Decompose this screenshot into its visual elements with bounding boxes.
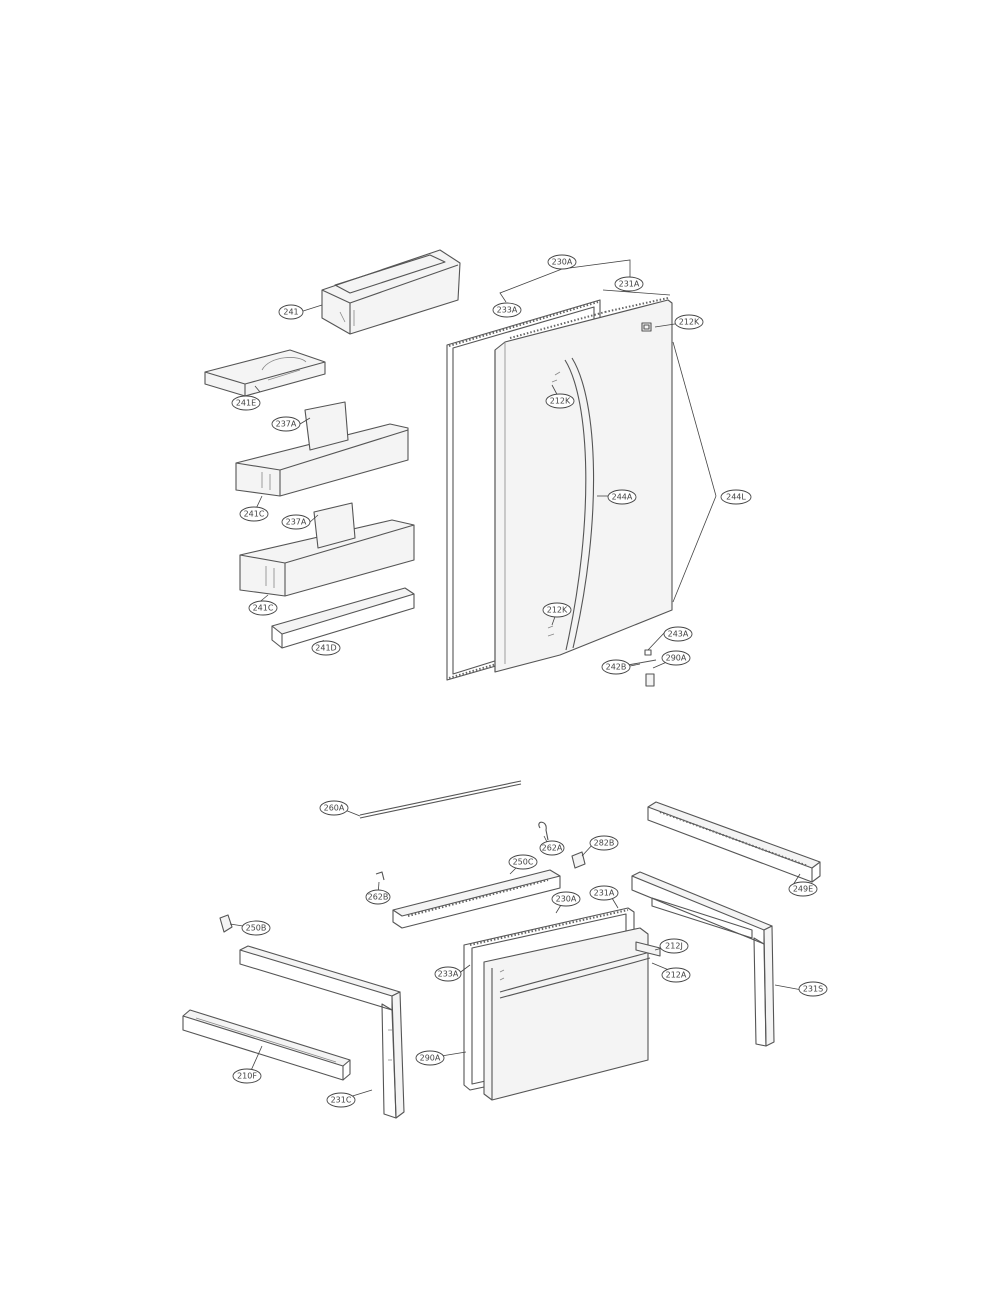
svg-text:262B: 262B: [368, 893, 389, 902]
shelf-bar: [271, 587, 415, 649]
svg-text:231A: 231A: [594, 889, 615, 898]
callout-212A: 212A: [661, 967, 691, 983]
refrigerator-door-assembly: [204, 249, 717, 687]
callout-241C-b: 241C: [248, 600, 278, 616]
callout-230A-b: 230A: [551, 891, 581, 907]
callout-212K-a: 212K: [545, 393, 575, 409]
callout-249E: 249E: [788, 881, 818, 897]
svg-text:262A: 262A: [542, 844, 563, 853]
callout-241C-a: 241C: [239, 506, 269, 522]
svg-text:210F: 210F: [237, 1072, 257, 1081]
bin-divider-upper: [304, 401, 349, 451]
svg-text:233A: 233A: [497, 306, 518, 315]
callout-231C: 231C: [326, 1092, 356, 1108]
drawer-front-panel: [483, 927, 661, 1101]
svg-text:237A: 237A: [276, 420, 297, 429]
freezer-drawer-assembly: [182, 780, 821, 1119]
callout-231A: 231A: [614, 276, 644, 292]
clips: [375, 821, 586, 881]
svg-text:212K: 212K: [550, 397, 571, 406]
callout-230A: 230A: [547, 254, 577, 270]
hinge-cap: [641, 322, 652, 332]
svg-text:241: 241: [283, 308, 298, 317]
bin-divider-lower: [313, 502, 356, 549]
callout-233A-b: 233A: [434, 966, 462, 982]
svg-text:244A: 244A: [612, 493, 633, 502]
svg-text:260A: 260A: [324, 804, 345, 813]
callout-212K-b: 212K: [542, 602, 572, 618]
upper-rail: [647, 801, 821, 883]
callout-290A: 290A: [661, 650, 691, 666]
svg-text:231A: 231A: [619, 280, 640, 289]
callout-212K-top: 212K: [674, 314, 704, 330]
svg-text:241D: 241D: [315, 644, 336, 653]
callout-250B: 250B: [241, 920, 271, 936]
lower-hinge-parts: [627, 649, 657, 687]
callout-231S: 231S: [798, 981, 828, 997]
svg-text:212K: 212K: [547, 606, 568, 615]
knob: [219, 914, 233, 933]
callout-250C: 250C: [508, 854, 538, 870]
svg-text:231C: 231C: [331, 1096, 352, 1105]
egg-tray: [204, 349, 326, 397]
callout-210F: 210F: [232, 1068, 262, 1084]
rod: [359, 780, 522, 819]
svg-text:241C: 241C: [244, 510, 265, 519]
svg-text:231S: 231S: [803, 985, 823, 994]
callout-212J: 212J: [659, 938, 689, 954]
left-slide-rail: [182, 1009, 351, 1081]
svg-text:244L: 244L: [726, 493, 746, 502]
svg-text:290A: 290A: [666, 654, 687, 663]
callout-237A-a: 237A: [271, 416, 301, 432]
callout-262A: 262A: [539, 840, 565, 856]
right-side-bracket: [631, 871, 775, 1047]
svg-text:290A: 290A: [420, 1054, 441, 1063]
svg-text:212J: 212J: [665, 942, 683, 951]
door-bin-lower: [239, 502, 415, 597]
svg-text:241E: 241E: [236, 399, 256, 408]
callout-241D: 241D: [311, 640, 341, 656]
callout-262B: 262B: [365, 889, 391, 905]
callout-282B: 282B: [589, 835, 619, 851]
callout-labels: 230A 231A 233A 212K 241 241E 212K 237A 2…: [231, 254, 828, 1108]
svg-text:241C: 241C: [253, 604, 274, 613]
door-bin-large: [321, 249, 461, 335]
svg-text:212K: 212K: [679, 318, 700, 327]
left-side-bracket: [239, 945, 405, 1119]
callout-290A-b: 290A: [415, 1050, 445, 1066]
svg-text:212A: 212A: [666, 971, 687, 980]
door-panel: [494, 297, 673, 673]
svg-text:282B: 282B: [594, 839, 615, 848]
svg-text:230A: 230A: [556, 895, 577, 904]
svg-text:249E: 249E: [793, 885, 813, 894]
callout-242B: 242B: [601, 659, 631, 675]
callout-244L: 244L: [720, 489, 752, 505]
svg-text:230A: 230A: [552, 258, 573, 267]
svg-text:233A: 233A: [438, 970, 459, 979]
callout-241E: 241E: [231, 395, 261, 411]
callout-260A: 260A: [319, 800, 349, 816]
callout-237A-b: 237A: [281, 514, 311, 530]
svg-text:242B: 242B: [606, 663, 627, 672]
callout-244A: 244A: [607, 489, 637, 505]
door-bin-middle: [235, 401, 409, 497]
svg-text:243A: 243A: [668, 630, 689, 639]
drawer-crossbar: [392, 869, 561, 929]
door-handle: [564, 359, 587, 651]
callout-243A: 243A: [663, 626, 693, 642]
svg-text:250B: 250B: [246, 924, 267, 933]
svg-text:237A: 237A: [286, 518, 307, 527]
callout-231A-b: 231A: [589, 885, 619, 901]
callout-241: 241: [278, 304, 304, 320]
svg-text:250C: 250C: [513, 858, 534, 867]
drawer-handle: [499, 951, 651, 993]
callout-233A: 233A: [492, 302, 522, 318]
